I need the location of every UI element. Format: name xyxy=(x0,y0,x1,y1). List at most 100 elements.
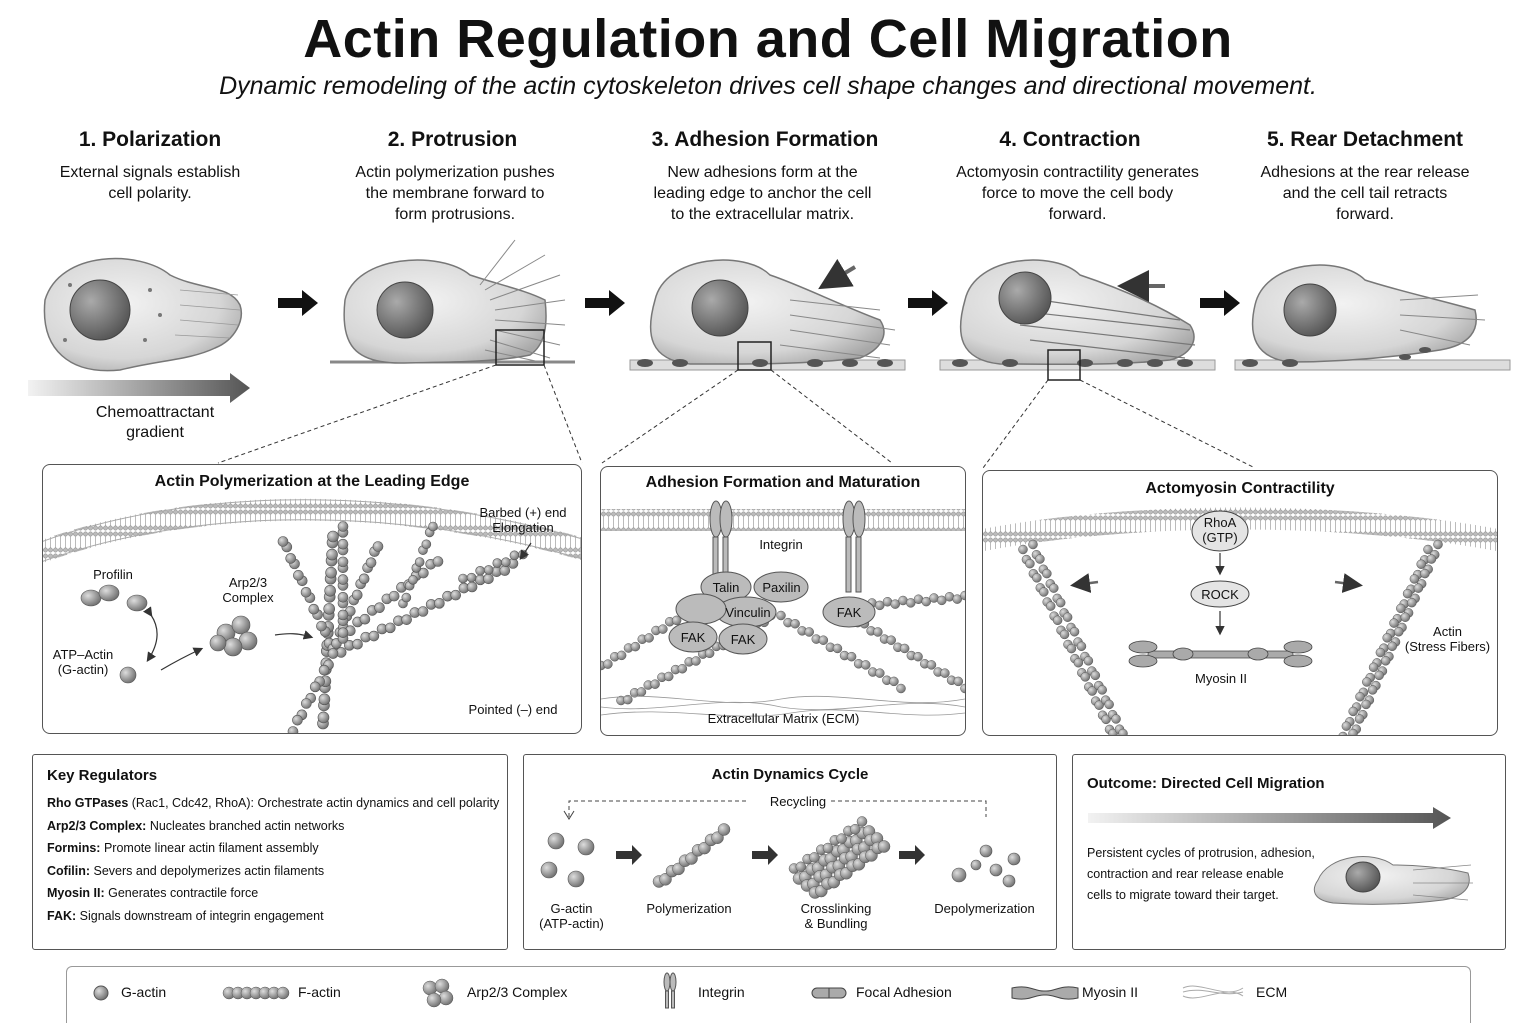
legend-glyphs xyxy=(93,972,1244,1009)
legend-integrin: Integrin xyxy=(698,984,745,1000)
cell-stage-2 xyxy=(330,239,575,366)
actin-bead xyxy=(327,648,339,659)
actin-bead xyxy=(1382,633,1392,643)
legend-focal-adhesion: Focal Adhesion xyxy=(856,984,952,1000)
stress-fiber-label: Actin(Stress Fibers) xyxy=(1404,624,1491,654)
actin-bead xyxy=(671,615,682,626)
actin-bead xyxy=(1049,583,1059,593)
page-subtitle: Dynamic remodeling of the actin cytoskel… xyxy=(219,72,1317,100)
actin-bead xyxy=(685,852,698,865)
profilin-label: Profilin xyxy=(93,567,133,582)
actin-bead xyxy=(677,663,688,674)
actin-bead xyxy=(327,530,339,543)
regulator-item: Cofilin: Severs and depolymerizes actin … xyxy=(47,863,325,878)
actin-bead xyxy=(636,687,647,697)
actin-bead xyxy=(603,659,613,669)
ecm-label: Extracellular Matrix (ECM) xyxy=(707,711,860,726)
actin-bead xyxy=(365,557,377,568)
actin-bead xyxy=(1104,699,1114,710)
actin-bead xyxy=(913,651,923,662)
actin-bead xyxy=(1420,568,1430,579)
actin-bead xyxy=(822,842,834,854)
key-regulators-title: Key Regulators xyxy=(47,767,158,784)
cell-stage-5 xyxy=(1234,264,1511,371)
actin-bead xyxy=(1394,626,1404,637)
actin-bead xyxy=(698,841,711,855)
legend-factin-glyph xyxy=(222,986,290,1000)
actin-bead xyxy=(308,603,320,615)
actin-bead xyxy=(287,726,299,733)
actin-bead xyxy=(1396,603,1406,614)
actin-bead xyxy=(804,627,814,637)
actin-bead xyxy=(875,600,885,611)
actin-bead xyxy=(960,590,965,601)
actin-bead xyxy=(899,643,910,654)
actin-bead xyxy=(408,575,418,585)
regulator-item: Myosin II: Generates contractile force xyxy=(47,886,259,900)
atp-actin-label: ATP–Actin(G-actin) xyxy=(52,647,114,677)
actin-bead xyxy=(1094,700,1104,710)
actin-bead xyxy=(940,668,950,678)
actin-bead xyxy=(293,570,304,581)
cell-stage-3 xyxy=(629,258,906,371)
actin-bead xyxy=(509,550,520,561)
actin-bead xyxy=(846,651,857,662)
legend-myosin-glyph xyxy=(1011,986,1079,1000)
legend-myosin: Myosin II xyxy=(1082,984,1139,1000)
actin-bead xyxy=(326,548,338,561)
actin-bead xyxy=(1348,728,1358,735)
pointed-end-label: Pointed (–) end xyxy=(468,702,558,717)
key-regulators-panel: Key Regulators Rho GTPases (Rac1, Cdc42,… xyxy=(32,754,508,950)
actin-bead xyxy=(323,603,335,615)
actin-bead xyxy=(1409,574,1420,584)
actin-bead xyxy=(372,541,384,552)
step-5-title: 5. Rear Detachment xyxy=(1266,128,1464,151)
contractility-panel: Actomyosin Contractility RhoA(GTP) ROCK … xyxy=(982,470,1498,736)
actin-bead xyxy=(351,589,363,601)
actin-bead xyxy=(292,714,303,726)
regulator-item: Rho GTPases (Rac1, Cdc42, RhoA): Orchest… xyxy=(47,796,500,810)
actin-bead xyxy=(1368,662,1379,673)
actin-bead xyxy=(886,635,896,645)
actin-bead xyxy=(836,833,847,844)
actin-bead xyxy=(896,683,906,694)
actin-bead xyxy=(414,557,425,567)
actin-bead xyxy=(1028,539,1038,550)
actin-bead xyxy=(337,556,349,568)
actin-bead xyxy=(325,566,337,579)
actin-bead xyxy=(658,624,668,634)
actin-bead xyxy=(717,823,731,836)
actin-bead xyxy=(417,606,429,617)
actin-bead xyxy=(1374,670,1384,681)
step-4-title: 4. Contraction xyxy=(999,128,1141,151)
regulator-item: FAK: Signals downstream of integrin enga… xyxy=(47,908,324,923)
actin-bead xyxy=(1045,601,1056,611)
cell-stages xyxy=(28,239,1511,469)
actin-bead xyxy=(877,840,891,853)
actin-bead xyxy=(1400,612,1411,622)
actin-bead xyxy=(1076,641,1087,652)
talin-label: Talin xyxy=(712,580,740,595)
actin-bead xyxy=(795,861,807,873)
actin-bead xyxy=(318,664,330,676)
actin-bead xyxy=(337,538,349,550)
regulator-item: Arp2/3 Complex: Nucleates branched actin… xyxy=(47,818,345,833)
actin-bead xyxy=(1062,612,1073,622)
actin-bead xyxy=(856,816,868,827)
actin-bead xyxy=(1039,587,1049,597)
actin-bead xyxy=(337,521,349,532)
contractility-panel-title: Actomyosin Contractility xyxy=(1145,480,1335,497)
actin-bead xyxy=(937,595,947,606)
step-1-title: 1. Polarization xyxy=(78,128,222,151)
actin-bead xyxy=(704,648,715,659)
actin-bead xyxy=(952,594,962,604)
dynamics-cycle-panel: Actin Dynamics Cycle Recycling G-actin(A… xyxy=(523,754,1057,950)
actin-bead xyxy=(466,581,478,593)
actin-bead xyxy=(960,683,965,694)
actin-bead xyxy=(374,602,385,613)
fak-label-1: FAK xyxy=(680,630,706,645)
